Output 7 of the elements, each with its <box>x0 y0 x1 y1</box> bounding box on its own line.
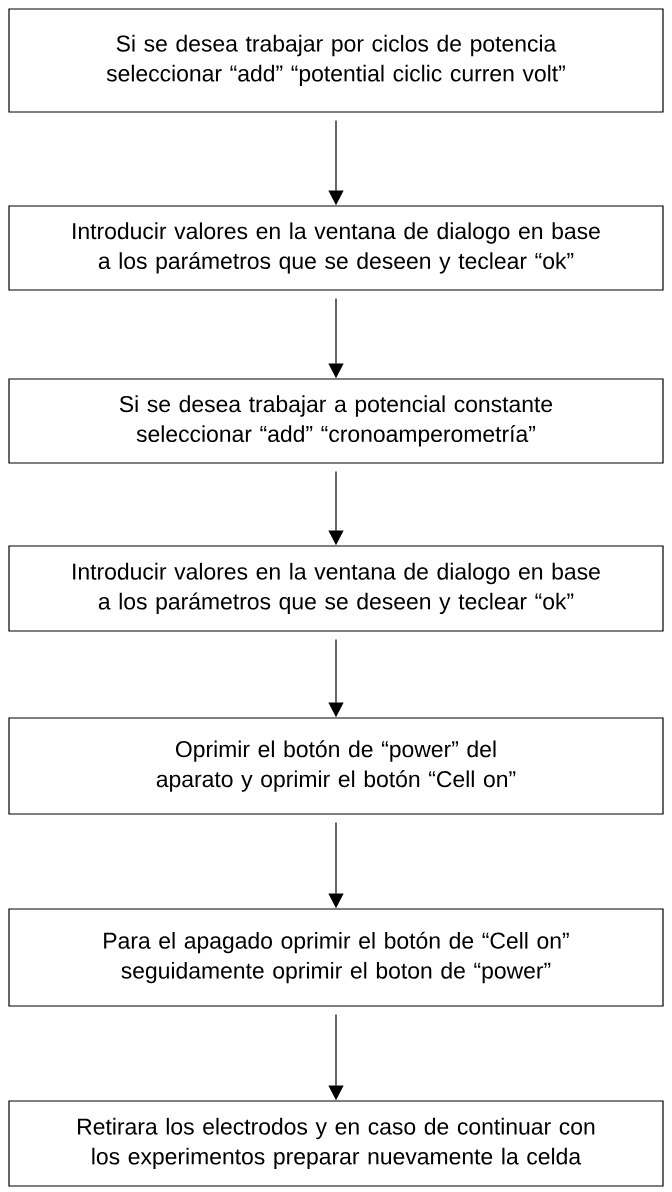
process-box: Si se desea trabajar por ciclos de potencia seleccionar “add” “potential ciclic curren volt” <box>8 8 664 113</box>
process-box: Introducir valores en la ventana de dialogo en base a los parámetros que se deseen y teclear “ok” <box>8 205 664 291</box>
process-box: Introducir valores en la ventana de dialogo en base a los parámetros que se deseen y teclear “ok” <box>8 545 664 632</box>
process-box: Retirara los electrodos y en caso de continuar con los experimentos preparar nuevamente la celda <box>8 1100 664 1187</box>
process-box: Si se desea trabajar a potencial constante seleccionar “add” “cronoamperometría” <box>8 378 664 464</box>
process-box: Oprimir el botón de “power” del aparato y oprimir el botón “Cell on” <box>8 717 664 815</box>
process-box: Para el apagado oprimir el botón de “Cell on” seguidamente oprimir el boton de “power” <box>8 908 664 1007</box>
